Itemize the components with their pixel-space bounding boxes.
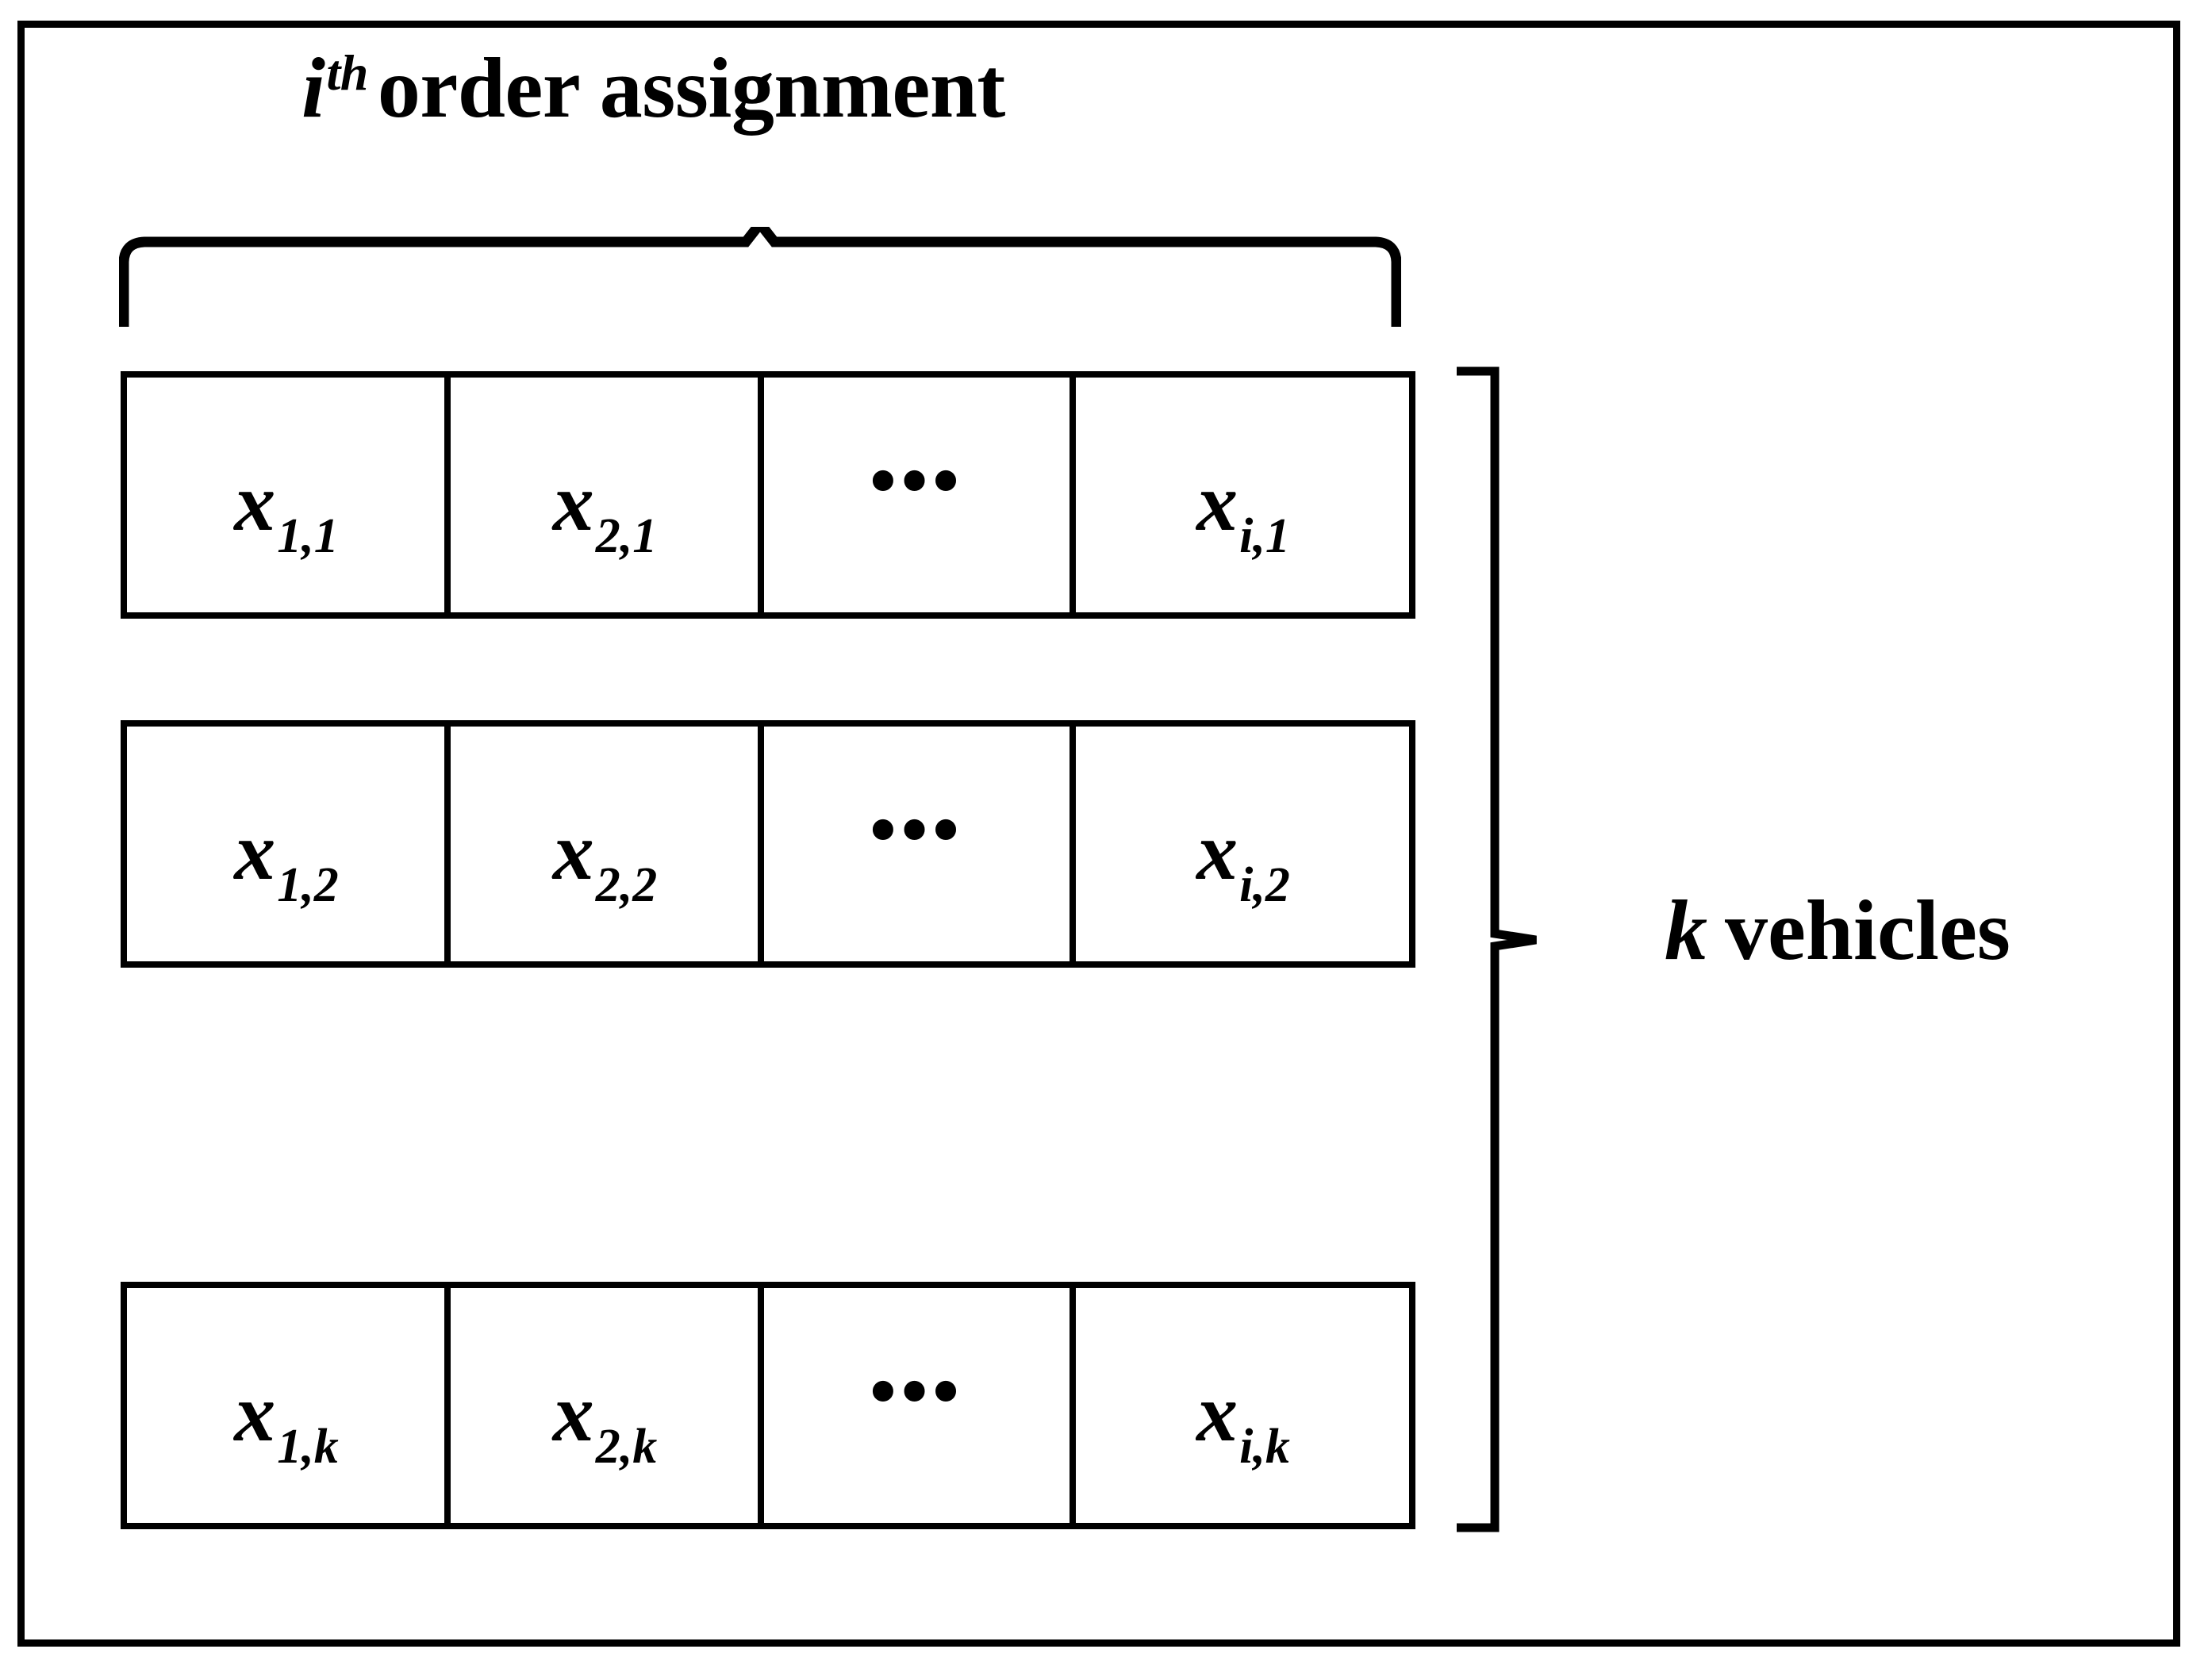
matrix-cell-ellipsis: ••• [764,727,1076,961]
ellipsis-icon: ••• [870,1348,964,1433]
top-label-text: order assignment [377,41,1005,136]
top-label-superscript: th [326,44,369,101]
ellipsis-icon: ••• [870,787,964,872]
matrix-cell-ellipsis: ••• [764,378,1076,612]
right-label-variable: k [1665,884,1707,978]
matrix-cell-ellipsis: ••• [764,1288,1076,1523]
top-curly-brace-icon [119,227,1401,330]
top-label-variable: i [301,41,325,136]
right-brace-icon [1454,366,1557,1532]
ellipsis-icon: ••• [870,438,964,523]
right-label-text: vehicles [1725,884,2010,978]
